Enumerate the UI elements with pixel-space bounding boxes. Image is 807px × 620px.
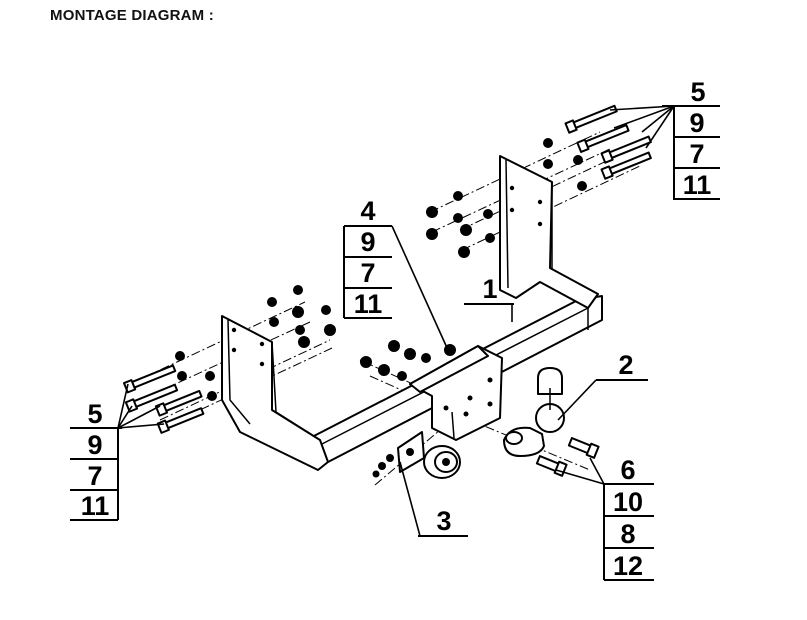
- center-mounting-plate: [409, 345, 503, 441]
- part-2-label: 2: [596, 350, 648, 381]
- left-side-bracket: [221, 315, 329, 471]
- label-12-bottom-right: 12: [613, 551, 643, 581]
- label-9-center: 9: [360, 227, 375, 257]
- label-stack-top-right: 5 9 7 11: [662, 77, 720, 200]
- diagram-title: MONTAGE DIAGRAM :: [50, 7, 214, 24]
- electrical-socket: [372, 431, 461, 479]
- label-9-top-right: 9: [689, 108, 704, 138]
- label-7-top-right: 7: [689, 139, 704, 169]
- label-5-top-right: 5: [690, 77, 705, 107]
- label-3: 3: [436, 506, 451, 536]
- label-stack-center: 4 9 7 11: [343, 196, 392, 319]
- right-side-bracket: [499, 155, 599, 309]
- bracket-holes: [231, 185, 543, 367]
- leader-lines: [117, 105, 675, 537]
- top-right-bolts: [564, 104, 652, 180]
- label-7-center: 7: [360, 258, 375, 288]
- left-nuts-washers: [175, 285, 336, 401]
- label-10-bottom-right: 10: [613, 487, 643, 517]
- label-8-bottom-right: 8: [620, 519, 635, 549]
- label-4-center: 4: [360, 196, 375, 226]
- label-stack-left: 5 9 7 11: [70, 399, 122, 521]
- top-right-nuts-washers: [426, 138, 587, 258]
- label-9-left: 9: [87, 430, 102, 460]
- center-nuts: [360, 340, 456, 381]
- part-1-label: 1: [464, 274, 514, 305]
- label-11-left: 11: [81, 491, 110, 521]
- tow-ball: [503, 367, 565, 457]
- label-11-center: 11: [354, 289, 383, 319]
- label-11-top-right: 11: [683, 170, 712, 200]
- tow-ball-bolts: [535, 437, 600, 477]
- part-3-label: 3: [418, 506, 468, 537]
- label-1: 1: [482, 274, 497, 304]
- label-5-left: 5: [87, 399, 102, 429]
- label-6-bottom-right: 6: [620, 455, 635, 485]
- label-stack-bottom-right: 6 10 8 12: [603, 455, 654, 581]
- label-7-left: 7: [87, 461, 102, 491]
- left-bolts: [123, 364, 205, 434]
- label-2: 2: [618, 350, 633, 380]
